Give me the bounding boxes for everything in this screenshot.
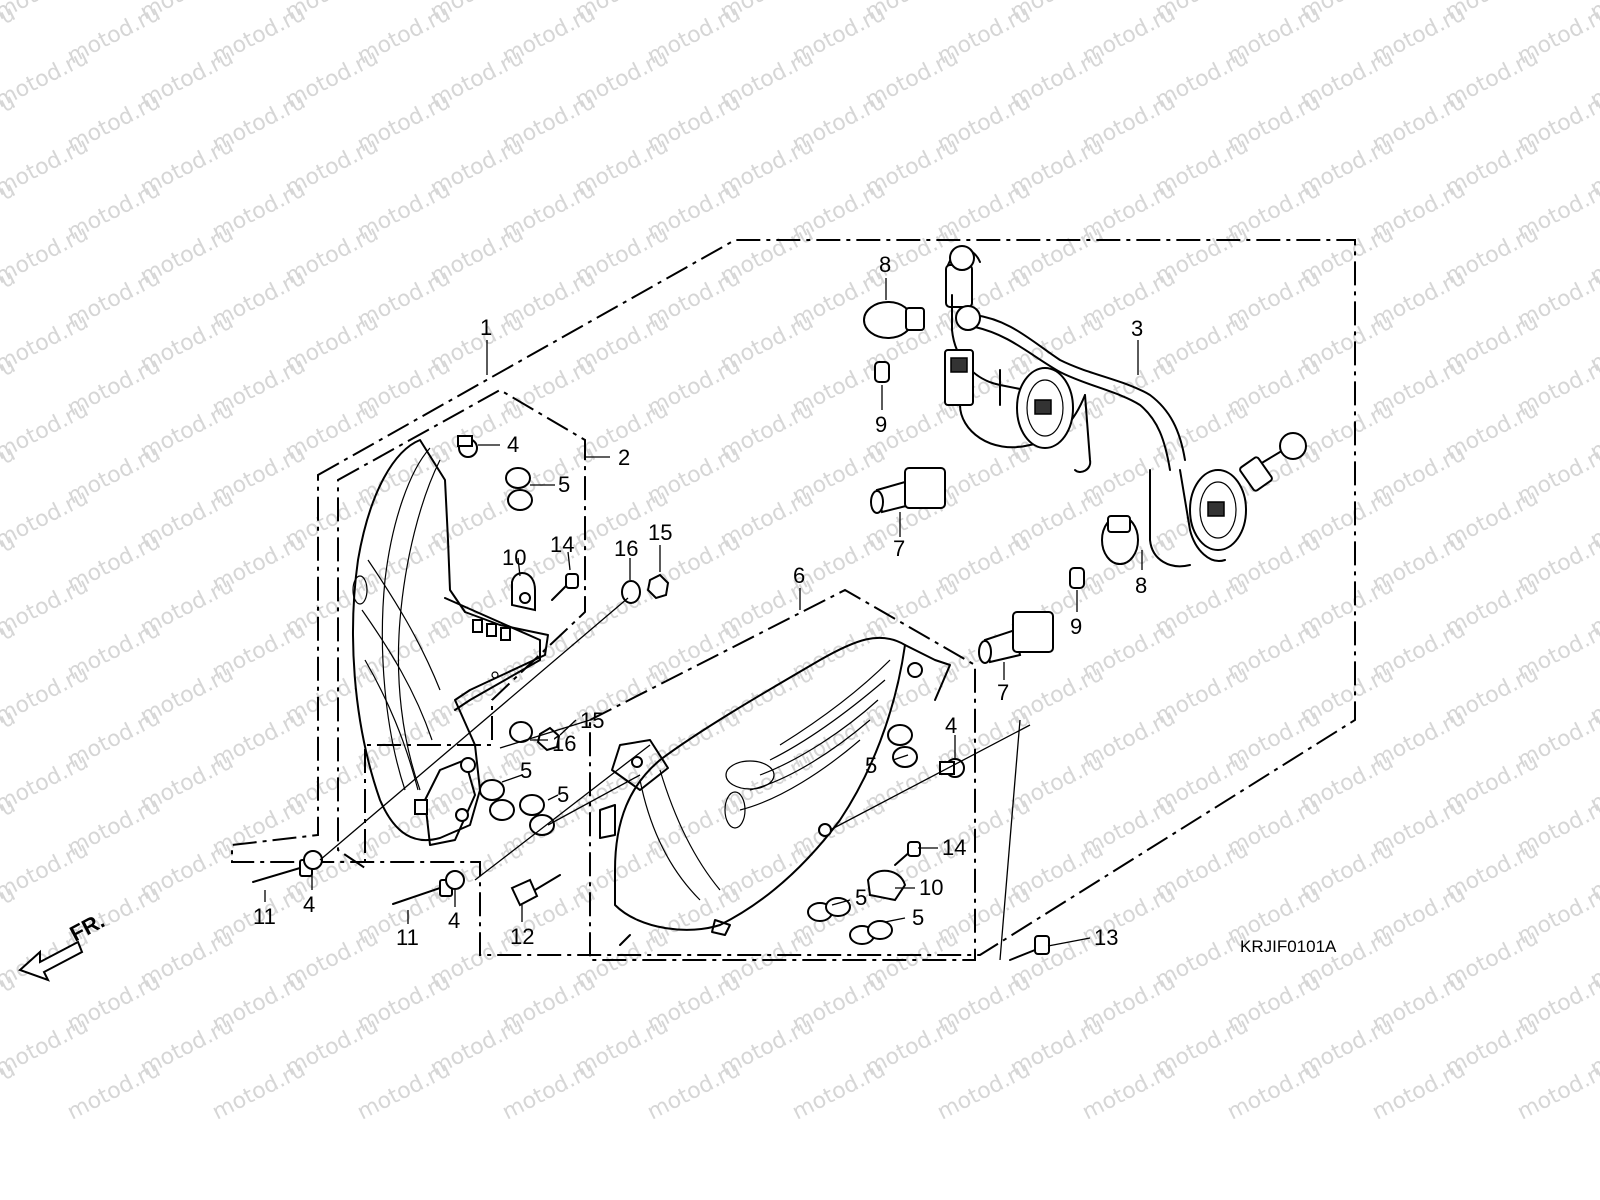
callout-c10a: 10: [502, 545, 526, 570]
callout-c5f: 5: [912, 905, 924, 930]
callout-c14b: 14: [942, 835, 966, 860]
callout-c4b: 4: [303, 892, 315, 917]
callout-c8b: 8: [1135, 573, 1147, 598]
watermark-text: motod.ru: [1078, 1057, 1179, 1125]
callout-c1: 1: [480, 315, 492, 340]
callout-c8a: 8: [879, 252, 891, 277]
callout-c9b: 9: [1070, 614, 1082, 639]
front-arrow-icon: [18, 940, 84, 982]
callout-c16a: 16: [614, 536, 638, 561]
callout-c3: 3: [1131, 316, 1143, 341]
callout-leaders: [264, 278, 1143, 947]
watermark-text: motod.ru: [353, 1057, 454, 1125]
left-headlight-unit: [352, 439, 549, 846]
callout-c12: 12: [510, 924, 534, 949]
callout-c16b: 16: [552, 731, 576, 756]
callout-c2: 2: [618, 445, 630, 470]
watermark-text: motod.ru: [1223, 1057, 1324, 1125]
callout-c5b: 5: [520, 758, 532, 783]
callout-c5c: 5: [557, 782, 569, 807]
callout-c14a: 14: [550, 532, 574, 557]
callout-c10b: 10: [919, 875, 943, 900]
wire-harness: [944, 245, 1307, 568]
watermark-text: motod.ru: [1368, 1057, 1469, 1125]
callout-c5e: 5: [855, 885, 867, 910]
callout-c5a: 5: [558, 472, 570, 497]
callout-c7a: 7: [893, 536, 905, 561]
right-headlight-unit: [599, 636, 951, 946]
callout-c4a: 4: [507, 432, 519, 457]
headlight-assembly-outline: [231, 239, 1356, 956]
watermark-text: motod.ru: [933, 1057, 1034, 1125]
watermark-text: motod.ru: [63, 1057, 164, 1125]
callout-c13: 13: [1094, 925, 1118, 950]
callout-c9a: 9: [875, 412, 887, 437]
diagram-code: KRJIF0101A: [1240, 937, 1337, 956]
watermark-text: motod.ru: [1513, 1057, 1600, 1125]
watermark-text: motod.ru: [788, 1057, 889, 1125]
hardware: [252, 435, 1050, 961]
watermark-text: motod.ru: [498, 1057, 599, 1125]
callout-c15a: 15: [648, 520, 672, 545]
callout-c11b: 11: [396, 925, 419, 950]
right-headlight-unit-outline: [589, 588, 976, 961]
callout-c4c: 4: [448, 908, 460, 933]
left-headlight-unit-outline: [337, 388, 586, 870]
callout-c4d: 4: [945, 713, 957, 738]
callout-c6: 6: [793, 563, 805, 588]
callout-labels: 1 2 3 4 4 4 4 5 5 5 5 5 5 6 7 7 8 8 9 9 …: [253, 252, 1147, 950]
callout-c15b: 15: [580, 708, 604, 733]
watermark-text: motod.ru: [208, 1057, 309, 1125]
bulbs: [863, 301, 1139, 664]
watermark-text: motod.ru: [643, 1057, 744, 1125]
callout-c7b: 7: [997, 680, 1009, 705]
callout-c11a: 11: [253, 904, 276, 929]
assembly-outlines: [231, 239, 1356, 961]
assembly-lines: [319, 597, 1031, 961]
callout-c5d: 5: [865, 753, 877, 778]
